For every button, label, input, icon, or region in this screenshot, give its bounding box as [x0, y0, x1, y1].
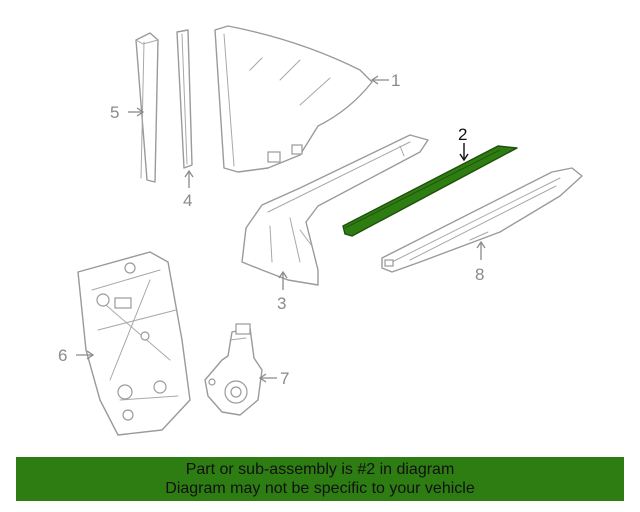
arrow-5 [136, 107, 145, 117]
arrow-8 [476, 240, 486, 249]
arrow-6 [86, 350, 95, 360]
info-banner: Part or sub-assembly is #2 in diagram Di… [16, 457, 624, 501]
arrow-7 [258, 373, 267, 383]
part-7-regulator-motor[interactable] [204, 323, 263, 416]
callout-4: 4 [183, 191, 192, 210]
parts-diagram: 5 4 1 3 2 [58, 25, 583, 436]
banner-line-2: Diagram may not be specific to your vehi… [165, 480, 475, 497]
banner-line-1: Part or sub-assembly is #2 in diagram [185, 461, 455, 478]
part-4-run-channel[interactable] [176, 29, 193, 169]
part-6-window-regulator[interactable] [77, 251, 191, 436]
callout-3: 3 [277, 294, 286, 313]
part-5-channel[interactable] [135, 32, 159, 183]
callout-2: 2 [458, 125, 467, 144]
arrow-4 [184, 169, 194, 178]
arrow-1 [370, 75, 379, 85]
callout-8: 8 [475, 265, 484, 284]
part-8-rocker-molding[interactable] [381, 167, 583, 273]
part-2-weatherstrip[interactable] [342, 145, 518, 237]
callout-6: 6 [58, 346, 67, 365]
callout-7: 7 [280, 369, 289, 388]
callout-5: 5 [110, 103, 119, 122]
callout-1: 1 [391, 71, 400, 90]
part-1-quarter-glass[interactable] [214, 25, 373, 173]
arrow-2 [459, 153, 469, 162]
part-3-pillar-trim[interactable] [241, 134, 429, 286]
arrow-3 [278, 270, 288, 279]
